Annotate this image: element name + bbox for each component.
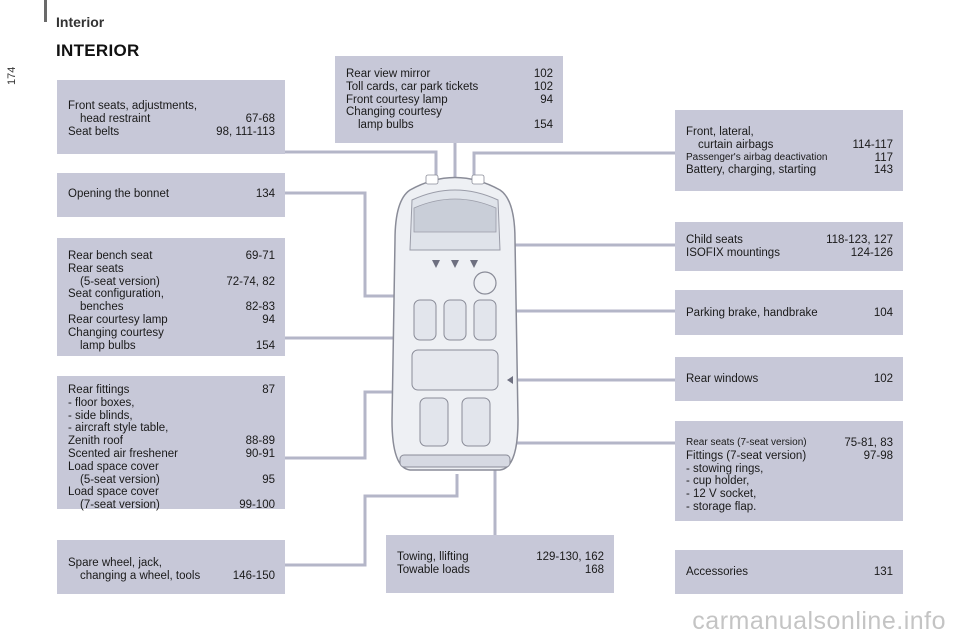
arrow-icon: [507, 376, 513, 384]
index-entry: - aircraft style table,: [68, 422, 169, 435]
header-bar: [44, 0, 47, 22]
car-icon: [391, 174, 519, 471]
index-entry: (7-seat version)99-100: [80, 499, 275, 512]
box-rear-seats-7: Rear seats (7-seat version)75-81, 83 Fit…: [675, 421, 903, 521]
index-entry: - 12 V socket,: [686, 488, 757, 501]
watermark: carmanualsonline.info: [692, 607, 946, 635]
arrow-icon: [470, 260, 478, 268]
index-entry: Changing courtesy: [68, 326, 164, 339]
arrow-markers: [432, 260, 513, 384]
index-entry: Rear seats: [68, 262, 124, 275]
index-entry: Load space cover: [68, 486, 159, 499]
index-entry: - side blinds,: [68, 409, 133, 422]
section-header: Interior: [56, 14, 105, 30]
arrow-icon: [451, 260, 459, 268]
index-entry: - floor boxes,: [68, 396, 135, 409]
index-entry: - stowing rings,: [686, 462, 764, 475]
box-spare-wheel: Spare wheel, jack, changing a wheel, too…: [57, 540, 285, 594]
index-entry: (5-seat version)95: [80, 473, 275, 486]
box-front-seats: Front seats, adjustments, head restraint…: [57, 80, 285, 154]
arrow-icon: [432, 260, 440, 268]
index-entry: (5-seat version)72-74, 82: [80, 275, 275, 288]
index-entry: Spare wheel, jack,: [68, 557, 162, 569]
index-entry: Fittings (7-seat version)97-98: [686, 449, 893, 462]
index-entry: Front seats, adjustments,: [68, 100, 198, 112]
page-title: INTERIOR: [56, 41, 140, 60]
index-entry: - storage flap.: [686, 500, 757, 513]
line-spare-wheel: [285, 474, 459, 567]
index-entry: Changing courtesy: [346, 106, 442, 119]
index-entry: Seat configuration,: [68, 288, 164, 301]
index-entry: Front, lateral,: [686, 126, 754, 138]
index-entry: - cup holder,: [686, 475, 750, 488]
index-entry: Rear seats (7-seat version)75-81, 83: [686, 437, 893, 449]
index-entry: Load space cover: [68, 460, 159, 473]
